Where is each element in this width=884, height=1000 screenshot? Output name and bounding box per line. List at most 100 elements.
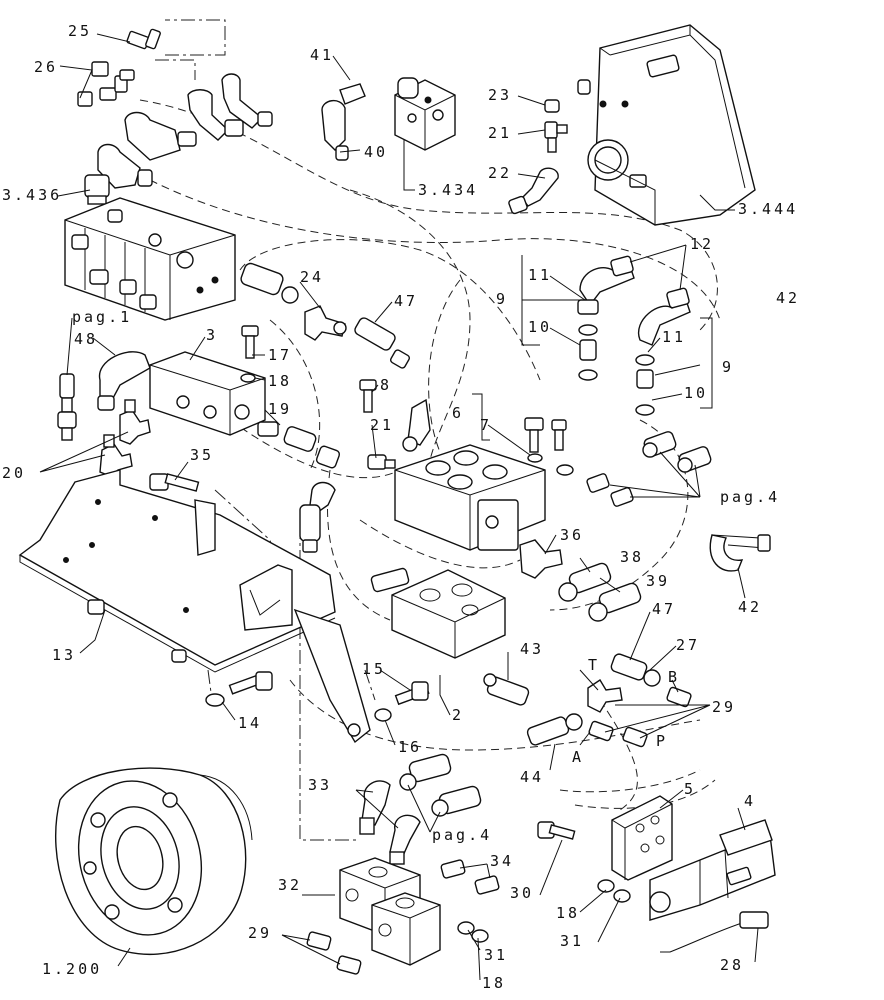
elbows-33 (359, 753, 482, 865)
label-31a: 31 (484, 946, 508, 964)
part-labels: 25 26 41 40 3.434 23 21 22 3.444 3.436 1… (2, 22, 800, 992)
label-35: 35 (190, 446, 214, 464)
elbows-20 (99, 399, 151, 477)
label-47a: 47 (394, 292, 418, 310)
label-12: 12 (690, 235, 714, 253)
label-32: 32 (278, 876, 302, 894)
hose-center (299, 481, 336, 553)
label-23: 23 (488, 86, 512, 104)
label-15: 15 (362, 660, 386, 678)
solenoid-valve-4 (649, 819, 776, 921)
label-24: 24 (300, 268, 324, 286)
label-P: P (656, 732, 668, 750)
label-11a: 11 (528, 266, 552, 284)
label-40: 40 (364, 143, 388, 161)
label-pag4a: pag.4 (720, 488, 780, 506)
label-26: 26 (34, 58, 58, 76)
couplers-38-39 (558, 562, 642, 622)
fittings-TAP (587, 679, 648, 748)
label-34: 34 (490, 852, 514, 870)
label-11b: 11 (662, 328, 686, 346)
valve-block-3434 (394, 77, 456, 151)
label-1200: 1.200 (42, 960, 102, 978)
label-T: T (588, 656, 600, 674)
label-10b: 10 (684, 384, 708, 402)
fitting-19 (257, 421, 341, 469)
label-18b: 18 (556, 904, 580, 922)
label-42a: 42 (776, 289, 800, 307)
leader-lines (39, 33, 759, 981)
label-17: 17 (268, 346, 292, 364)
label-8: 8 (380, 376, 392, 394)
cable-28 (660, 911, 769, 953)
label-3434: 3.434 (418, 181, 478, 199)
valve-bank-3436 (64, 197, 236, 321)
label-41: 41 (310, 46, 334, 64)
label-29b: 29 (248, 924, 272, 942)
label-10a: 10 (528, 318, 552, 336)
label-3444: 3.444 (738, 200, 798, 218)
hose-clamp-42 (709, 534, 771, 572)
label-47b: 47 (652, 600, 676, 618)
bolts-14-15-16 (205, 671, 430, 722)
label-9a: 9 (496, 290, 508, 308)
label-22: 22 (488, 164, 512, 182)
label-3: 3 (206, 326, 218, 344)
bolt-30-washers (537, 821, 631, 903)
label-28: 28 (720, 956, 744, 974)
label-6: 6 (452, 404, 464, 422)
label-38: 38 (620, 548, 644, 566)
label-7: 7 (480, 416, 492, 434)
hose-ends-top (84, 73, 366, 205)
elbow-36 (519, 539, 563, 579)
label-44: 44 (520, 768, 544, 786)
hose-fittings-9-12 (577, 255, 691, 416)
label-16: 16 (398, 738, 422, 756)
label-27: 27 (676, 636, 700, 654)
label-18c: 18 (482, 974, 506, 992)
label-29a: 29 (712, 698, 736, 716)
label-pag4b: pag.4 (432, 826, 492, 844)
label-13: 13 (52, 646, 76, 664)
label-19: 19 (268, 400, 292, 418)
plate-2 (370, 567, 506, 659)
quick-couplers-pag4 (586, 431, 712, 507)
label-B: B (668, 668, 680, 686)
label-31b: 31 (560, 932, 584, 950)
bolt-8-fitting-21 (359, 379, 431, 470)
label-4: 4 (744, 792, 756, 810)
label-43: 43 (520, 640, 544, 658)
hydraulic-motor-1200 (55, 767, 253, 955)
label-33: 33 (308, 776, 332, 794)
blocks-32 (339, 857, 441, 966)
manifold-block-3 (149, 351, 266, 436)
label-39: 39 (646, 572, 670, 590)
couplers-43-44-47 (483, 653, 692, 746)
label-36: 36 (560, 526, 584, 544)
label-42b: 42 (738, 598, 762, 616)
fittings-29-lower (306, 921, 489, 975)
label-2: 2 (452, 706, 464, 724)
label-25: 25 (68, 22, 92, 40)
label-3436: 3.436 (2, 186, 62, 204)
label-18a: 18 (268, 372, 292, 390)
label-A: A (572, 748, 584, 766)
label-14: 14 (238, 714, 262, 732)
label-9b: 9 (722, 358, 734, 376)
bolt-17-washer-18 (240, 325, 259, 383)
label-5: 5 (684, 780, 696, 798)
label-30: 30 (510, 884, 534, 902)
tank-3444 (577, 24, 756, 226)
fittings-21-22-23 (508, 99, 568, 215)
fittings-pag1-48 (57, 351, 151, 441)
subplate-5 (611, 795, 673, 881)
bracket-13 (18, 469, 371, 744)
label-20: 20 (2, 464, 26, 482)
hoses-24-47 (240, 262, 411, 369)
label-21a: 21 (488, 124, 512, 142)
valve-body-6-7 (394, 417, 574, 551)
fitting-group-25-26 (77, 28, 161, 107)
fittings-34 (440, 859, 500, 895)
label-48: 48 (74, 330, 98, 348)
